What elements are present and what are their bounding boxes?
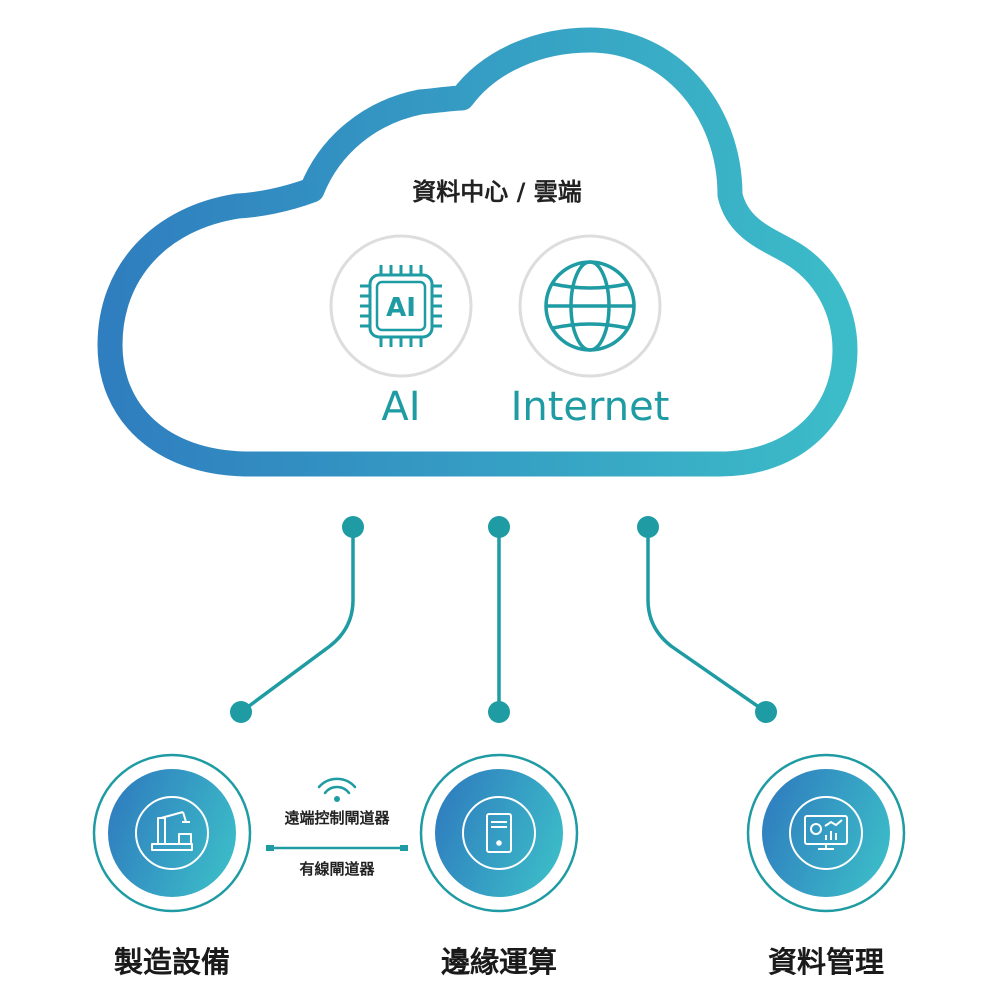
ai-label: AI — [381, 384, 420, 430]
device-label-edge-computing: 邊緣運算 — [441, 945, 557, 979]
device-disc — [762, 769, 890, 897]
server-icon — [486, 813, 512, 853]
wired-gateway: 有線閘道器 — [266, 845, 408, 878]
wireless-gateway: 遠端控制閘道器 — [284, 777, 390, 827]
dashboard-monitor-icon — [804, 815, 848, 850]
device-data-management: 資料管理 — [746, 753, 906, 979]
cloud-outline — [97, 27, 858, 477]
connector-middle — [488, 516, 510, 723]
device-label-manufacturing: 製造設備 — [114, 945, 230, 979]
cloud-title: 資料中心 / 雲端 — [412, 178, 581, 206]
wifi-icon — [317, 777, 357, 802]
device-label-data-management: 資料管理 — [768, 945, 884, 979]
connector-left — [230, 516, 364, 723]
device-disc — [435, 769, 563, 897]
ai-chip-text: AI — [386, 293, 416, 323]
device-inner-ring — [462, 796, 536, 870]
device-inner-ring — [135, 796, 209, 870]
ai-icon-ring — [329, 234, 473, 378]
ai-node: AI AI — [329, 234, 473, 430]
device-edge-computing: 邊緣運算 — [419, 753, 579, 979]
internet-label: Internet — [511, 384, 670, 430]
wireless-gateway-label: 遠端控制閘道器 — [284, 809, 390, 827]
ai-chip-icon — [360, 265, 442, 347]
device-inner-ring — [789, 796, 863, 870]
robot-arm-icon — [151, 811, 193, 851]
internet-node: Internet — [511, 234, 670, 430]
device-disc — [108, 769, 236, 897]
cable-icon — [266, 845, 408, 851]
wired-gateway-label: 有線閘道器 — [299, 860, 375, 878]
connector-right — [637, 516, 777, 723]
globe-icon — [544, 260, 636, 352]
device-manufacturing: 製造設備 — [92, 753, 252, 979]
